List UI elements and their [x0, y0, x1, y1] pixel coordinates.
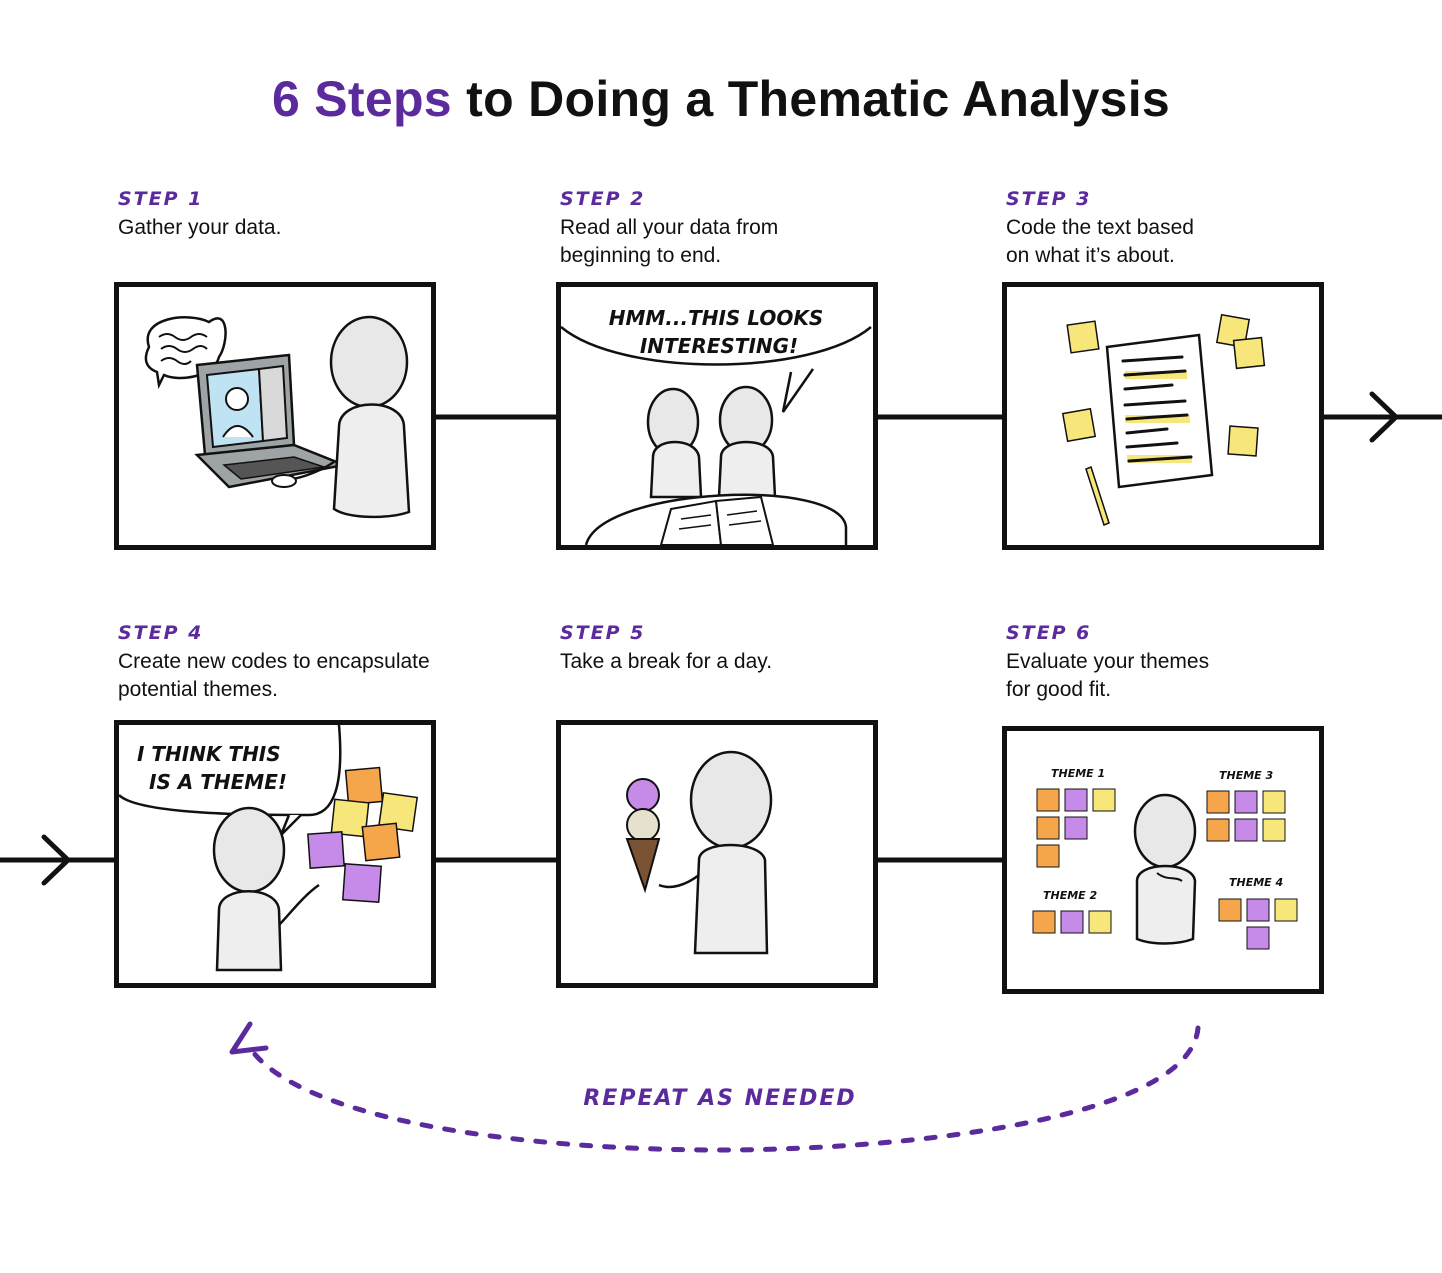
open-book-icon [659, 495, 775, 545]
step-6-description: Evaluate your themes for good fit. [1006, 648, 1346, 704]
step-3-line2: on what it’s about. [1006, 244, 1175, 267]
step-6-line1: Evaluate your themes [1006, 650, 1210, 673]
step-2-description: Read all your data from beginning to end… [560, 214, 900, 270]
thinking-person-icon [1133, 793, 1197, 945]
step-4-panel: I THINK THIS IS A THEME! [114, 720, 436, 988]
step-4-line1: Create new codes to encapsulate [118, 650, 430, 673]
speech-line-1: HMM...THIS LOOKS [609, 306, 823, 330]
step-2-panel: HMM...THIS LOOKS INTERESTING! [556, 282, 878, 550]
speech-bubble-outline [119, 725, 342, 817]
speech-bubble-tail [279, 814, 302, 836]
step-2-line1: Read all your data from [560, 216, 779, 239]
step-5-description: Take a break for a day. [560, 648, 900, 676]
step-1-label: STEP 1 [118, 188, 204, 210]
title-accent: 6 Steps [271, 71, 452, 127]
step-4-label: STEP 4 [118, 622, 204, 644]
sticky-notes-icon [1061, 313, 1266, 457]
theme-2-notes [1032, 910, 1112, 934]
page-title: 6 Steps to Doing a Thematic Analysis [0, 70, 1442, 128]
step-2-label: STEP 2 [560, 188, 646, 210]
theme-1-label: THEME 1 [1051, 767, 1105, 780]
document-icon [1105, 333, 1214, 489]
step-4-line2: potential themes. [118, 678, 278, 701]
speech-bubble-tail [781, 368, 815, 413]
step-3-line1: Code the text based [1006, 216, 1194, 239]
step-3-panel [1002, 282, 1324, 550]
theme-2-label: THEME 2 [1043, 889, 1098, 902]
repeat-arc [247, 1025, 1201, 1153]
step-5-line1: Take a break for a day. [560, 650, 773, 673]
step-5-panel [556, 720, 878, 988]
theme-4-label: THEME 4 [1229, 876, 1283, 889]
step-1-line1: Gather your data. [118, 216, 282, 239]
person-icon [271, 315, 411, 519]
speech-line-2: INTERESTING! [640, 334, 798, 358]
repeat-label: REPEAT AS NEEDED [583, 1086, 857, 1111]
step-5-label: STEP 5 [560, 622, 646, 644]
step-1-panel [114, 282, 436, 550]
step-4-description: Create new codes to encapsulate potentia… [118, 648, 458, 704]
person-icon [658, 750, 773, 955]
theme-3-notes [1206, 790, 1286, 842]
step-3-description: Code the text based on what it’s about. [1006, 214, 1346, 270]
theme-3-label: THEME 3 [1219, 769, 1274, 782]
step-2-line2: beginning to end. [560, 244, 722, 267]
person-icon [212, 806, 320, 972]
sticky-notes-icon [307, 766, 419, 904]
arrow-right-icon [1369, 391, 1400, 443]
step-3-label: STEP 3 [1006, 188, 1092, 210]
title-rest: to Doing a Thematic Analysis [451, 71, 1171, 127]
arrow-right-icon [41, 834, 72, 886]
step-6-label: STEP 6 [1006, 622, 1092, 644]
step-6-panel: THEME 1 THEME 3 THEME 2 THEME 4 [1002, 726, 1324, 994]
repeat-arrowhead-icon [229, 1021, 269, 1055]
ice-cream-icon [625, 778, 661, 894]
pencil-icon [1085, 466, 1110, 526]
two-people-icon [646, 385, 777, 499]
theme-4-notes [1218, 898, 1298, 950]
speech-line-1: I THINK THIS [137, 742, 281, 766]
theme-1-notes [1036, 788, 1116, 868]
speech-bubble-outline [561, 326, 872, 366]
step-6-line2: for good fit. [1006, 678, 1112, 701]
step-1-description: Gather your data. [118, 214, 458, 242]
speech-line-2: IS A THEME! [149, 770, 287, 794]
laptop-icon [194, 353, 349, 489]
